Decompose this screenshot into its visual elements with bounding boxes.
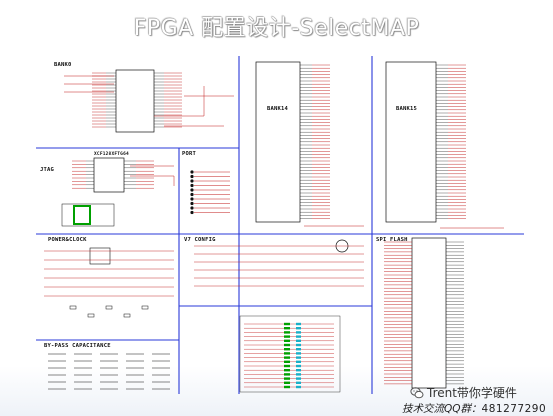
panel-title-bank14: BANK14 <box>267 106 289 112</box>
power-clock-block <box>44 247 174 318</box>
wechat-chat-icon <box>410 386 424 400</box>
schematic-frame <box>36 56 524 394</box>
port-connector <box>190 170 230 215</box>
panel-title-bypass-capacitance: BY-PASS CAPACITANCE <box>44 343 111 349</box>
bypass-capacitor-array <box>48 353 170 390</box>
watermark-qq-label: 技术交流QQ群： <box>402 403 482 415</box>
panel-title-port: PORT <box>182 151 197 157</box>
v7-config-block <box>194 239 364 393</box>
title-area: FPGA 配置设计-SelectMAP <box>0 6 553 46</box>
panel-title-spi-flash: SPI FLASH <box>376 237 408 243</box>
slide-title: FPGA 配置设计-SelectMAP <box>133 16 420 41</box>
watermark-qq-group: 技术交流QQ群：481277290 <box>402 401 546 416</box>
panel-title-power-clock: POWER&CLOCK <box>48 237 87 243</box>
watermark-qq-number: 481277290 <box>481 403 547 415</box>
jtag-chip <box>61 157 154 227</box>
panel-title-bank15: BANK15 <box>396 106 418 112</box>
schematic-wires <box>64 75 504 229</box>
chip-label-jtag: XCF128XFTG64 <box>94 152 129 157</box>
panel-title-v7-config: V7 CONFIG <box>184 237 216 243</box>
bank0-chip <box>92 69 182 133</box>
bank15-chip <box>385 61 466 223</box>
watermark-account-name: Trent带你学硬件 <box>427 386 517 400</box>
watermark-account: Trent带你学硬件 <box>410 384 517 401</box>
panel-title-jtag: JTAG <box>40 167 55 173</box>
bank14-chip <box>255 61 330 223</box>
fpga-schematic: BANK0 BANK14 BANK15 JTAG XCF128XFTG64 PO… <box>34 56 534 396</box>
spi-flash-chip <box>384 237 464 389</box>
panel-title-bank0: BANK0 <box>54 62 72 68</box>
schematic-drawing <box>36 56 524 394</box>
